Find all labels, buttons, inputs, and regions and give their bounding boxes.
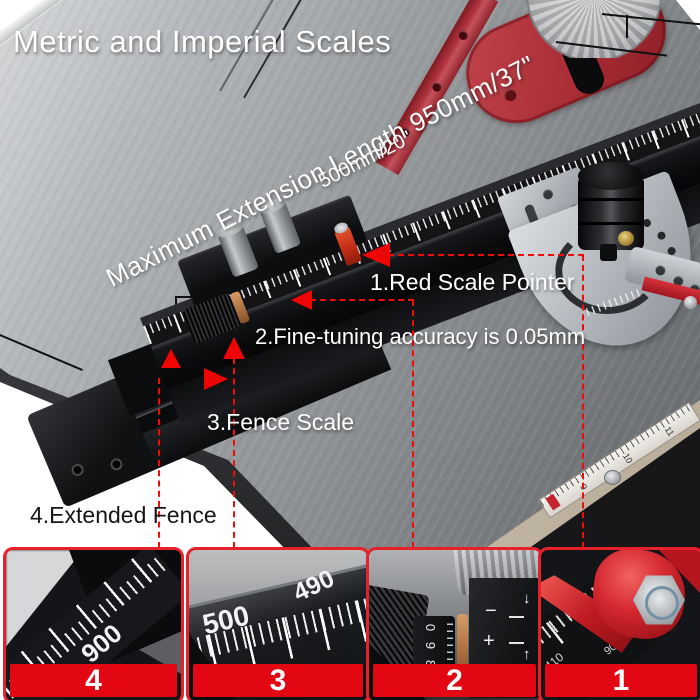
arrow-up-icon — [223, 337, 245, 359]
callout-1-connector — [582, 255, 584, 548]
dial-number: 0 — [423, 623, 439, 632]
callout-red-scale-pointer: 1.Red Scale Pointer — [370, 269, 575, 295]
tape-red-mark — [545, 493, 561, 511]
callout-2-connector — [310, 299, 414, 301]
up-arrow-icon: ↑ — [523, 646, 531, 663]
tape-number: 11 — [662, 424, 677, 438]
arrow-right-icon — [204, 368, 228, 390]
knob-stem — [600, 244, 617, 261]
screw-icon — [69, 462, 86, 478]
screw-icon — [541, 187, 555, 201]
panel-number-badge: 2 — [373, 664, 536, 697]
detail-panel-2: 0 9 8 − + ↓ ↑ 0.05mm 2 — [366, 547, 543, 700]
dial-ticks — [447, 620, 453, 674]
page-title: Metric and Imperial Scales — [13, 24, 392, 59]
minus-mark: − — [485, 600, 497, 622]
panel-number-badge: 4 — [10, 664, 177, 697]
detail-panel-1: 410 90 1 — [538, 547, 700, 700]
arrow-left-icon — [362, 243, 390, 267]
screw-icon — [108, 456, 125, 473]
callout-2-connector — [412, 300, 414, 548]
callout-fence-scale: 3.Fence Scale — [207, 409, 355, 435]
arrow-up-icon — [161, 349, 181, 368]
screw-icon — [457, 29, 470, 42]
detail-panel-3: 500 490 00 3 — [186, 547, 370, 700]
panel2-copper-ring — [457, 614, 468, 678]
callout-4-connector — [158, 378, 160, 548]
panel-number-badge: 3 — [193, 664, 363, 697]
brass-screw — [618, 231, 634, 246]
panel-number-badge: 1 — [545, 664, 697, 697]
index-line — [509, 642, 524, 644]
arrow-left-icon — [291, 290, 312, 310]
callout-fine-tuning: 2.Fine-tuning accuracy is 0.05mm — [255, 324, 586, 349]
hex-nut-center — [645, 586, 679, 620]
index-line — [509, 616, 524, 618]
dial-number: 9 — [423, 641, 439, 650]
callout-extended-fence: 4.Extended Fence — [30, 502, 217, 528]
knob-groove — [578, 198, 644, 201]
screw-icon — [684, 296, 697, 309]
tape-number: 10 — [620, 451, 635, 466]
down-arrow-icon: ↓ — [523, 590, 531, 607]
dimension-line — [626, 15, 628, 38]
saw-blade — [518, 0, 668, 58]
index-hole — [656, 230, 667, 241]
knob-groove — [578, 222, 644, 225]
callout-1-connector — [388, 254, 584, 256]
lock-knob-top — [578, 162, 644, 190]
screw-icon — [654, 264, 667, 277]
rail-bolt — [604, 470, 621, 485]
callout-3-connector — [233, 358, 235, 548]
plus-mark: + — [483, 630, 495, 652]
detail-panel-4: 900 00 4 — [3, 547, 184, 700]
